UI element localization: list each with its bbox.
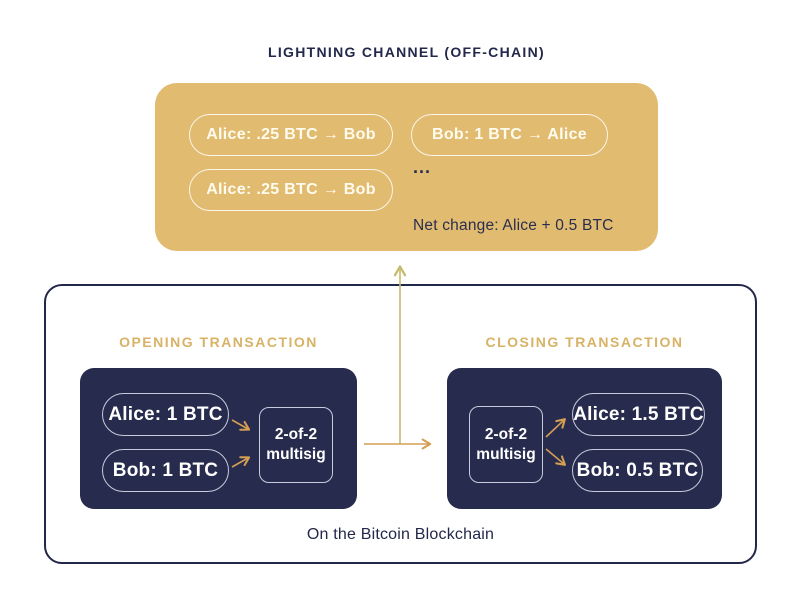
multisig-box: 2-of-2 multisig bbox=[469, 406, 543, 483]
multisig-label-line1: 2-of-2 bbox=[484, 425, 528, 443]
multisig-label-line1: 2-of-2 bbox=[274, 426, 318, 443]
input-pill: Alice: 1 BTC bbox=[102, 393, 229, 436]
multisig-label-line2: multisig bbox=[476, 445, 536, 463]
channel-update-pill: Alice: .25 BTC → Bob bbox=[189, 169, 393, 211]
input-pill: Bob: 1 BTC bbox=[102, 449, 229, 492]
more-updates-ellipsis: ... bbox=[413, 157, 432, 177]
blockchain-caption: On the Bitcoin Blockchain bbox=[306, 526, 495, 543]
closing-transaction-title: CLOSING TRANSACTION bbox=[485, 334, 684, 350]
channel-update-pill: Alice: .25 BTC → Bob bbox=[189, 114, 393, 156]
output-pill: Bob: 0.5 BTC bbox=[572, 449, 703, 492]
page-title: LIGHTNING CHANNEL (OFF-CHAIN) bbox=[268, 44, 545, 60]
channel-update-pill: Bob: 1 BTC → Alice bbox=[411, 114, 608, 156]
opening-transaction-box: Alice: 1 BTC Bob: 1 BTC 2-of-2 multisig bbox=[80, 368, 357, 509]
closing-transaction-box: 2-of-2 multisig Alice: 1.5 BTC Bob: 0.5 … bbox=[447, 368, 722, 509]
output-pill: Alice: 1.5 BTC bbox=[572, 393, 705, 436]
multisig-box: 2-of-2 multisig bbox=[259, 407, 333, 483]
multisig-label-line2: multisig bbox=[266, 446, 326, 463]
channel-panel: Alice: .25 BTC → Bob Bob: 1 BTC → Alice … bbox=[155, 83, 658, 251]
net-change-label: Net change: Alice + 0.5 BTC bbox=[413, 217, 614, 234]
opening-transaction-title: OPENING TRANSACTION bbox=[119, 334, 318, 350]
